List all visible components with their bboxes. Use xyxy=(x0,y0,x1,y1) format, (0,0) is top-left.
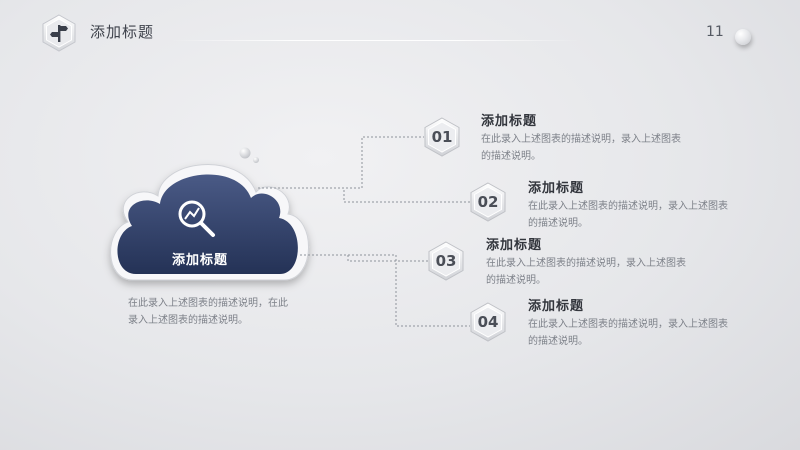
item-title: 添加标题 xyxy=(486,238,543,253)
connector-03 xyxy=(300,254,428,262)
item-description: 在此录入上述图表的描述说明，录入上述图表的描述说明。 xyxy=(481,134,681,162)
signpost-icon xyxy=(42,14,76,52)
number-badge xyxy=(428,241,464,281)
item-number: 02 xyxy=(477,193,499,211)
connector-04 xyxy=(300,254,470,327)
connector-02 xyxy=(258,187,470,203)
page-dot xyxy=(735,29,751,45)
item-description: 在此录入上述图表的描述说明，录入上述图表的描述说明。 xyxy=(486,258,686,286)
item-description: 在此录入上述图表的描述说明，录入上述图表的描述说明。 xyxy=(528,319,728,347)
item-number: 01 xyxy=(431,128,453,146)
item-number: 03 xyxy=(435,252,457,270)
item-title: 添加标题 xyxy=(528,299,585,314)
cloud-label: 添加标题 xyxy=(171,253,228,268)
header-divider xyxy=(170,40,580,41)
item-title: 添加标题 xyxy=(481,114,538,129)
page-number: 11 xyxy=(706,24,724,40)
page-title: 添加标题 xyxy=(90,23,155,41)
number-badge xyxy=(470,302,506,342)
item-description: 在此录入上述图表的描述说明，录入上述图表的描述说明。 xyxy=(528,201,728,229)
item-number: 04 xyxy=(477,313,499,331)
item-title: 添加标题 xyxy=(528,181,585,196)
number-badge xyxy=(470,182,506,222)
search-chart-icon xyxy=(178,200,215,237)
connector-01 xyxy=(258,136,424,189)
cloud-description: 在此录入上述图表的描述说明，在此录入上述图表的描述说明。 xyxy=(128,298,288,326)
number-badge xyxy=(424,117,460,157)
